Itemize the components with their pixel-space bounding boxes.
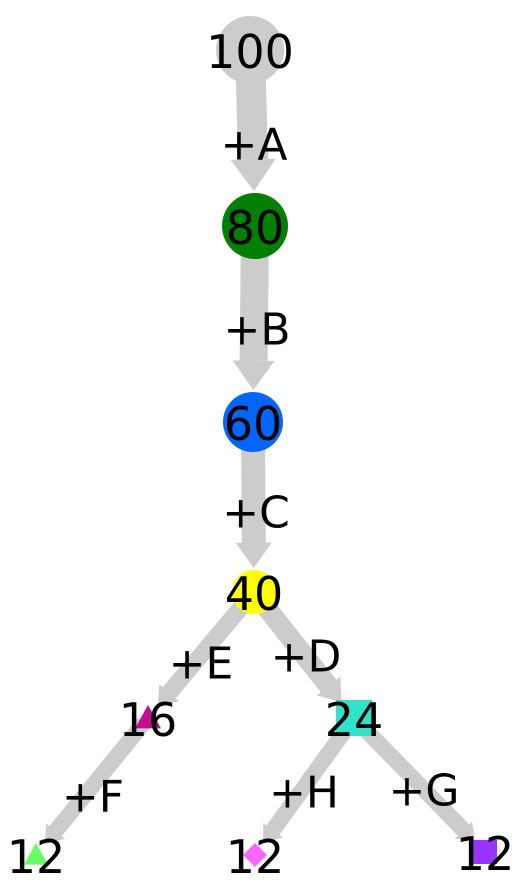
node-label: 12 bbox=[226, 830, 285, 884]
node-label: 80 bbox=[226, 201, 285, 255]
edge-arrowhead bbox=[454, 821, 476, 842]
edge-shaft bbox=[239, 242, 269, 361]
edge-g bbox=[354, 718, 476, 842]
edge-label: +G bbox=[389, 766, 460, 817]
edge-f bbox=[44, 717, 151, 845]
node-n12b-diamond bbox=[243, 843, 267, 867]
edges-layer bbox=[44, 66, 476, 845]
node-n60-circle bbox=[223, 392, 283, 452]
edge-label: +H bbox=[269, 768, 339, 819]
edge-label: +C bbox=[222, 488, 290, 539]
node-label: 12 bbox=[7, 830, 66, 884]
edge-label: +B bbox=[223, 305, 290, 356]
edge-shaft bbox=[253, 594, 337, 693]
edge-c bbox=[235, 436, 272, 569]
edge-shaft bbox=[354, 718, 470, 836]
node-n24-square bbox=[336, 700, 372, 736]
labels-layer: +A +B +C +D +E +F +G +H 100 80 60 40 16 24 12 12 12 bbox=[7, 25, 515, 884]
node-n16-triangle bbox=[135, 705, 161, 729]
node-label: 24 bbox=[325, 693, 384, 747]
node-label: 40 bbox=[225, 567, 284, 621]
nodes-layer bbox=[24, 16, 497, 867]
edge-label: +E bbox=[169, 639, 234, 690]
edge-b bbox=[232, 242, 275, 391]
node-n40-circle bbox=[232, 570, 276, 614]
edge-shaft bbox=[266, 720, 356, 835]
edge-e bbox=[157, 594, 254, 707]
node-n80-circle bbox=[222, 193, 288, 259]
edge-arrowhead bbox=[263, 823, 283, 844]
edge-arrowhead bbox=[232, 360, 275, 391]
edge-shaft bbox=[49, 717, 151, 837]
edge-label: +D bbox=[271, 632, 342, 683]
node-n12c-square bbox=[473, 840, 497, 864]
edge-d bbox=[253, 594, 342, 703]
edge-arrowhead bbox=[235, 542, 272, 569]
node-label: 100 bbox=[206, 25, 294, 79]
edge-arrowhead bbox=[44, 823, 65, 845]
edge-label: +F bbox=[62, 772, 124, 823]
edge-shaft bbox=[241, 436, 266, 543]
node-label: 60 bbox=[224, 397, 283, 451]
edge-arrowhead bbox=[316, 676, 342, 703]
node-n100-circle bbox=[216, 16, 284, 84]
node-label: 16 bbox=[119, 693, 178, 747]
node-label: 12 bbox=[456, 827, 515, 881]
edge-arrowhead bbox=[230, 158, 276, 192]
edge-label: +A bbox=[221, 120, 288, 171]
node-n12a-triangle bbox=[24, 843, 48, 865]
edge-shaft bbox=[162, 594, 254, 699]
edge-arrowhead bbox=[157, 684, 179, 707]
edge-h bbox=[263, 720, 356, 844]
